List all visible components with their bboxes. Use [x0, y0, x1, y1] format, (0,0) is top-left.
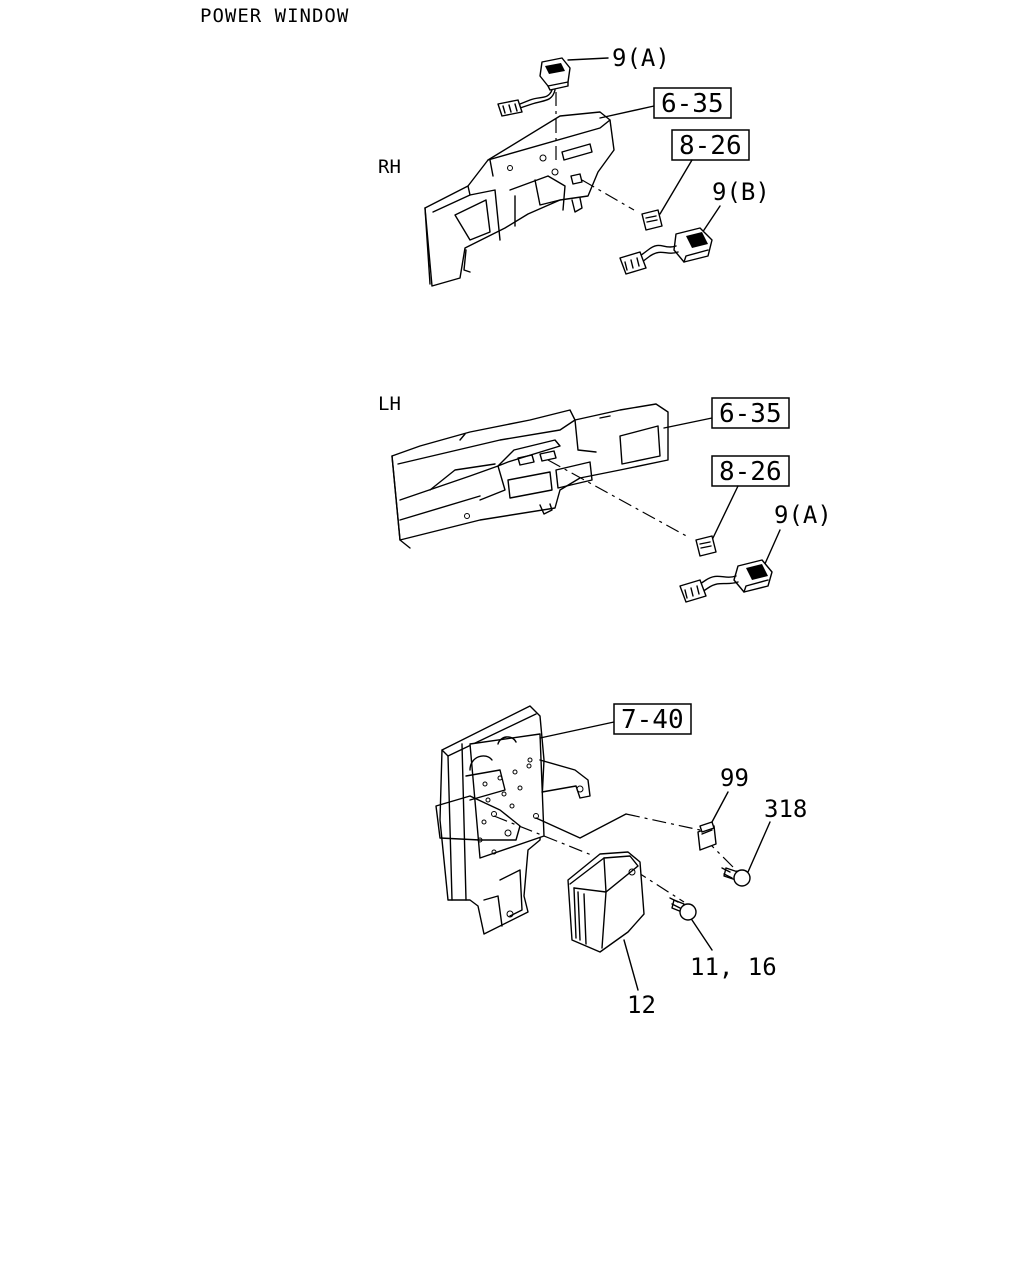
screw-relay-icon — [721, 867, 751, 887]
rh-switch-a-icon — [519, 57, 571, 109]
rh-switch-b-icon — [673, 227, 713, 263]
rh-ref-box-bezel — [671, 129, 750, 161]
lh-ref-8-26: 8-26 — [719, 457, 782, 487]
rh-side-label: RH — [378, 156, 401, 178]
screw-unit-icon — [669, 897, 697, 921]
lh-section: LH 6-35 8-26 — [378, 393, 832, 603]
module-callout-12: 12 — [627, 991, 656, 1019]
rh-ref-8-26: 8-26 — [679, 131, 742, 161]
rh-ref-6-35: 6-35 — [661, 89, 724, 119]
module-section: 7-40 12 11, 16 — [435, 703, 807, 1019]
rh-callout-9b: 9(B) — [712, 178, 770, 206]
relay-icon — [697, 821, 717, 851]
lh-ref-box-panel — [711, 397, 790, 429]
lh-ref-box-bezel — [711, 455, 790, 487]
lh-side-label: LH — [378, 393, 401, 415]
lh-switch-a-icon — [733, 559, 773, 593]
rh-ref-box-panel — [653, 87, 732, 119]
module-ref-7-40: 7-40 — [621, 705, 684, 735]
module-callout-318: 318 — [764, 795, 807, 823]
rh-section: RH — [378, 44, 770, 287]
lh-bezel-icon — [695, 535, 717, 557]
rh-connector-b-icon — [619, 251, 647, 275]
bracket-icon — [435, 705, 591, 935]
lh-panel-icon — [391, 403, 669, 549]
module-callout-99: 99 — [720, 764, 749, 792]
rh-connector-a-icon — [497, 99, 523, 117]
lh-ref-6-35: 6-35 — [719, 399, 782, 429]
module-ref-box-bracket — [613, 703, 692, 735]
module-callout-11-16: 11, 16 — [690, 953, 777, 981]
control-unit-icon — [567, 851, 645, 953]
lh-callout-9a: 9(A) — [774, 501, 832, 529]
lh-connector-a-icon — [679, 579, 707, 603]
rh-callout-9a: 9(A) — [612, 44, 670, 72]
rh-bezel-icon — [641, 209, 663, 231]
rh-panel-icon — [424, 111, 615, 287]
diagram-title: POWER WINDOW — [200, 5, 349, 27]
